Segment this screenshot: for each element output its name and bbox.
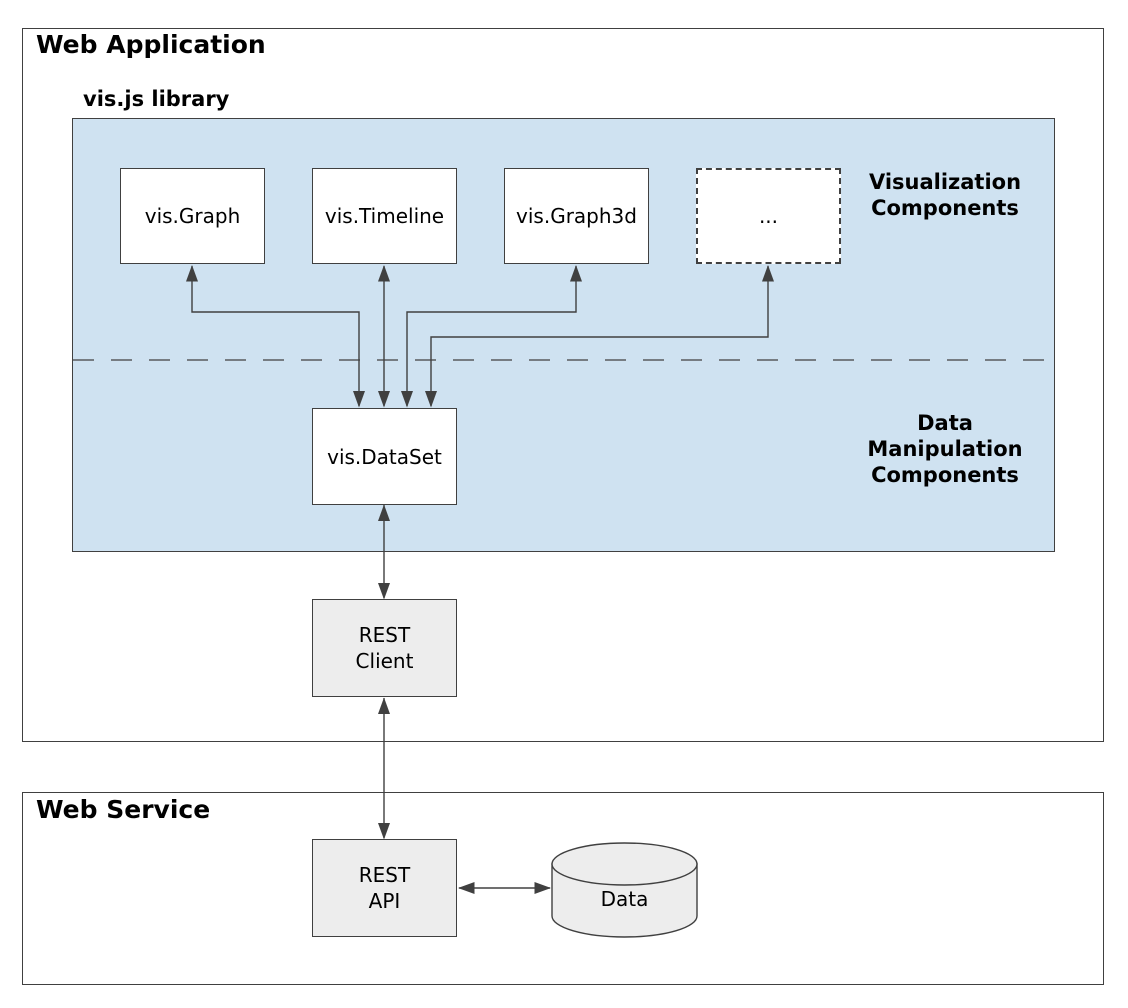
component-label: vis.Graph [144,204,241,228]
label-line: Data [917,411,973,435]
component-label: vis.Graph3d [516,204,637,228]
rest-api-label-line: REST [358,863,411,887]
component-box-vis-timeline: vis.Timeline [312,168,457,264]
component-label: ... [758,204,779,228]
dataset-box: vis.DataSet [312,408,457,505]
component-box-more-placeholder: ... [696,168,841,264]
rest-client-box: REST Client [312,599,457,697]
component-label: vis.Timeline [324,204,445,228]
dataset-label: vis.DataSet [327,444,442,469]
rest-api-label-line: API [368,889,401,913]
rest-api-box: REST API [312,839,457,937]
visjs-library-title: vis.js library [83,87,230,111]
rest-client-label-line: REST [358,623,411,647]
label-line: Visualization [868,170,1022,194]
label-line: Components [871,463,1019,487]
label-line: Manipulation [867,437,1023,461]
data-manipulation-components-label: Data Manipulation Components [835,410,1055,488]
component-box-vis-graph3d: vis.Graph3d [504,168,649,264]
label-line: Components [871,196,1019,220]
rest-client-label-line: Client [355,649,414,673]
visualization-components-label: Visualization Components [835,169,1055,221]
data-store-label: Data [600,887,649,911]
web-application-title: Web Application [36,30,266,59]
web-service-title: Web Service [36,795,211,824]
component-box-vis-graph: vis.Graph [120,168,265,264]
